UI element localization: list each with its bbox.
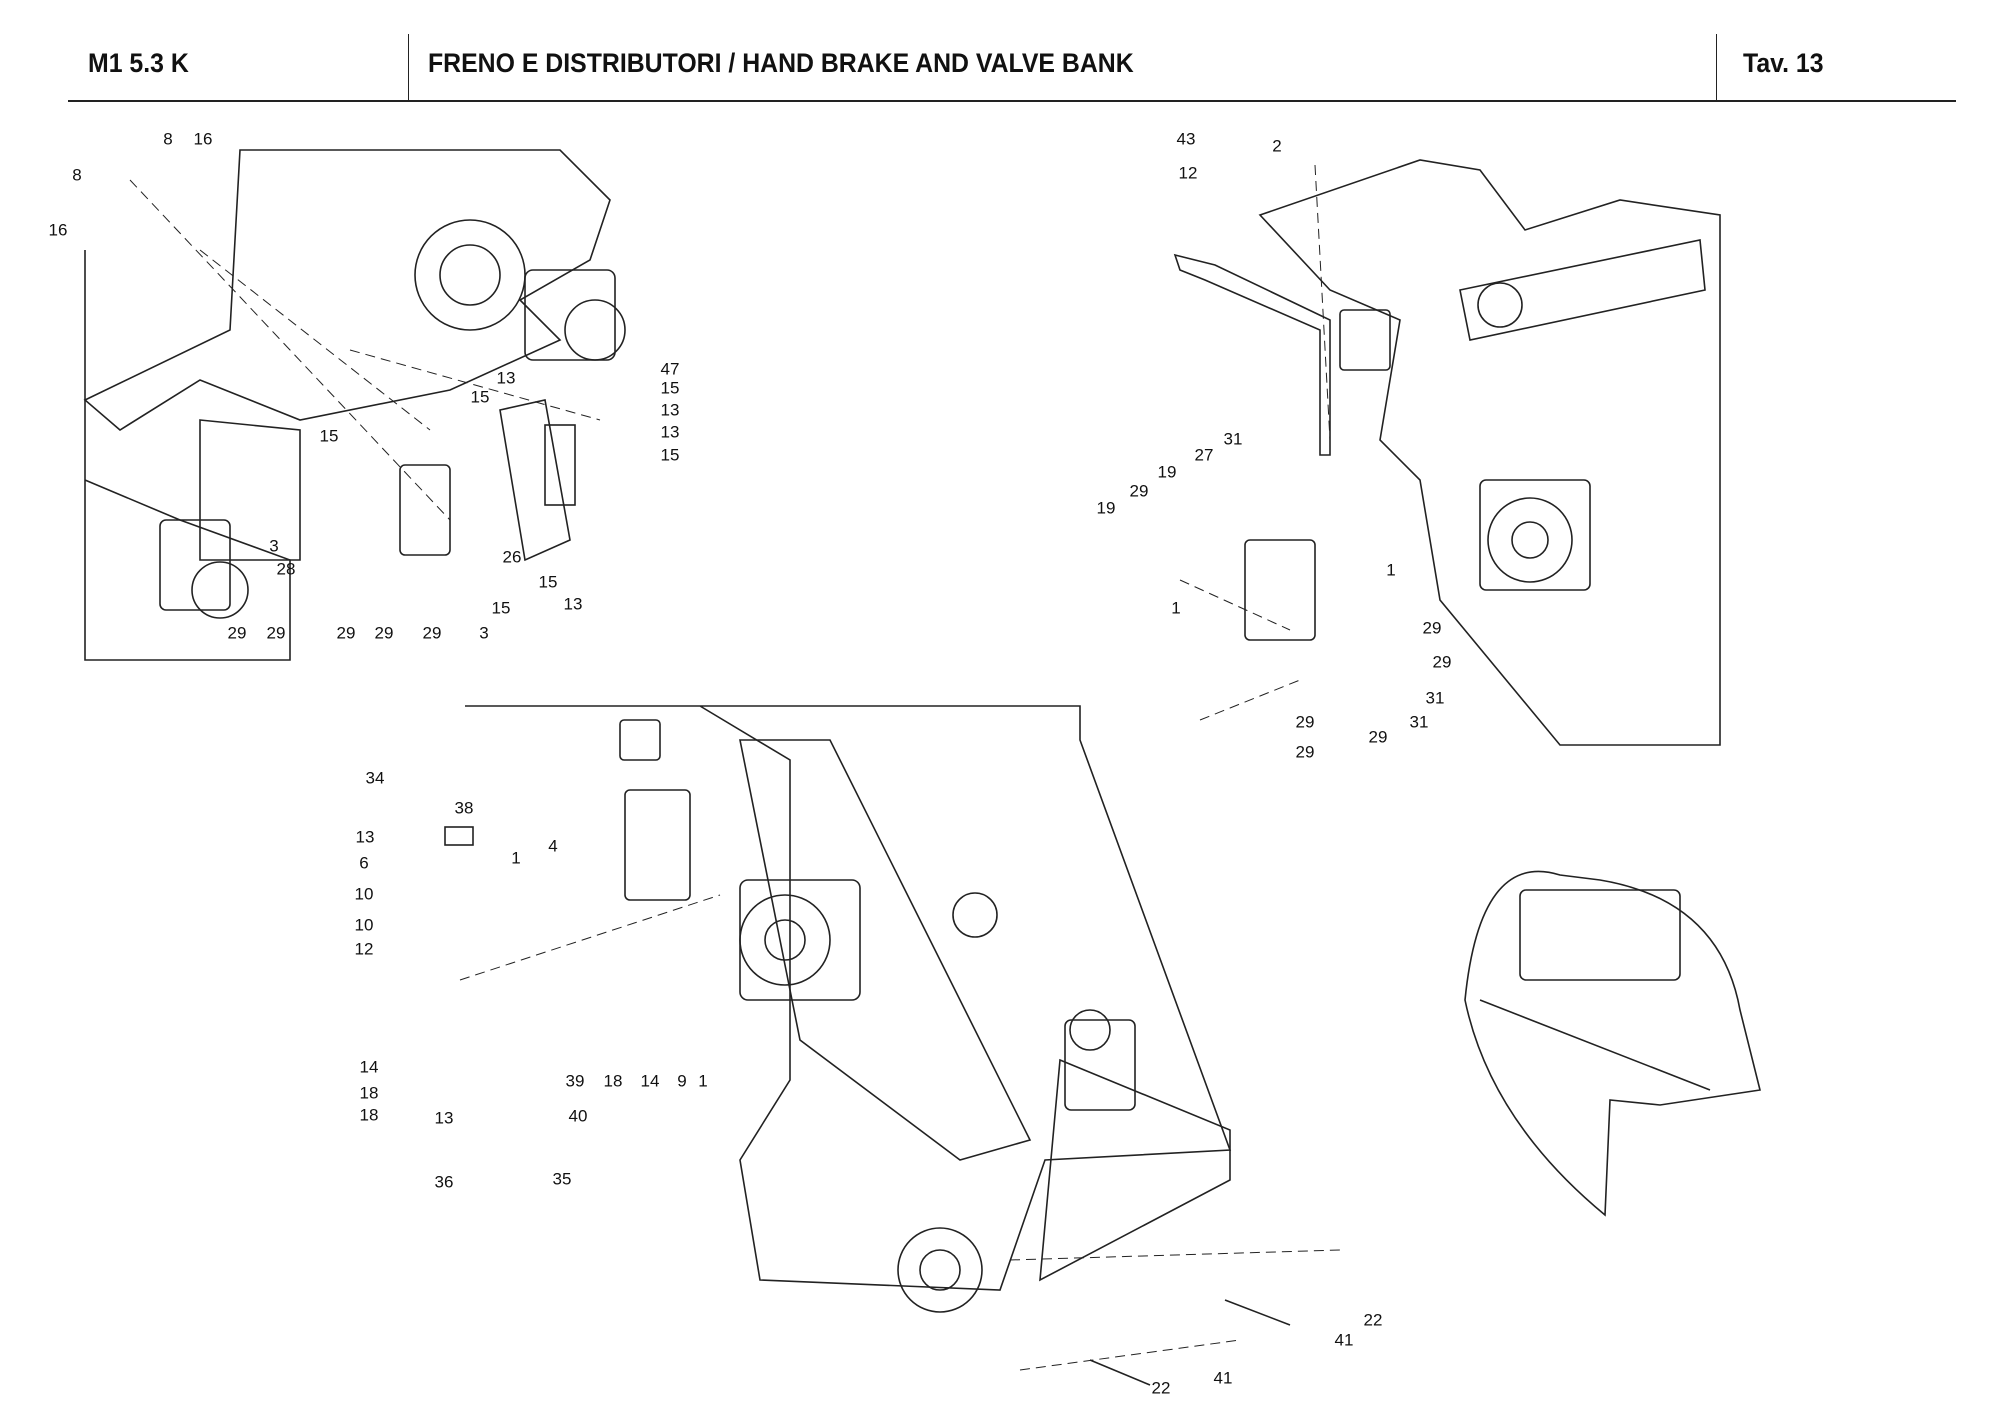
callout-number: 14 <box>640 1071 660 1091</box>
callout-number: 40 <box>568 1106 588 1126</box>
callout-number: 8 <box>72 165 82 185</box>
callout-number: 38 <box>454 798 474 818</box>
callout-number: 1 <box>1386 560 1396 580</box>
callout-number: 31 <box>1425 688 1445 708</box>
callout-number: 12 <box>354 939 374 959</box>
page-title: FRENO E DISTRIBUTORI / HAND BRAKE AND VA… <box>428 48 1134 78</box>
callout-number: 3 <box>269 536 279 556</box>
callout-number: 22 <box>1151 1378 1171 1398</box>
detail-inset <box>1464 870 1761 1217</box>
callout-number: 1 <box>511 848 521 868</box>
callout-number: 13 <box>434 1108 454 1128</box>
callout-number: 26 <box>502 547 522 567</box>
callout-number: 10 <box>354 884 374 904</box>
divider <box>408 34 409 100</box>
callout-number: 3 <box>479 623 489 643</box>
callout-number: 13 <box>660 422 680 442</box>
model-code: M1 5.3 K <box>88 48 189 78</box>
callout-number: 15 <box>660 378 680 398</box>
callout-number: 29 <box>1295 712 1315 732</box>
callout-number: 36 <box>434 1172 454 1192</box>
callout-number: 29 <box>227 623 247 643</box>
divider <box>1716 34 1717 100</box>
callout-number: 43 <box>1176 129 1196 149</box>
callout-number: 29 <box>374 623 394 643</box>
callout-number: 18 <box>603 1071 623 1091</box>
callout-number: 22 <box>1363 1310 1383 1330</box>
bottom-view <box>444 705 1341 1386</box>
callout-number: 18 <box>359 1105 379 1125</box>
callout-number: 6 <box>359 853 369 873</box>
callout-number: 31 <box>1409 712 1429 732</box>
callout-number: 29 <box>1368 727 1388 747</box>
callout-number: 31 <box>1223 429 1243 449</box>
callout-number: 29 <box>1295 742 1315 762</box>
callout-number: 12 <box>1178 163 1198 183</box>
callout-number: 1 <box>698 1071 708 1091</box>
callout-number: 19 <box>1096 498 1116 518</box>
callout-number: 9 <box>677 1071 687 1091</box>
callout-number: 29 <box>336 623 356 643</box>
callout-number: 18 <box>359 1083 379 1103</box>
header-rule <box>68 100 1956 102</box>
callout-number: 1 <box>1171 598 1181 618</box>
callout-number: 35 <box>552 1169 572 1189</box>
title-block: M1 5.3 K FRENO E DISTRIBUTORI / HAND BRA… <box>0 0 2000 104</box>
callout-number: 10 <box>354 915 374 935</box>
callout-number: 29 <box>1432 652 1452 672</box>
callout-number: 19 <box>1157 462 1177 482</box>
callout-number: 16 <box>193 129 213 149</box>
callout-number: 41 <box>1213 1368 1233 1388</box>
callout-number: 13 <box>355 827 375 847</box>
callout-number: 27 <box>1194 445 1214 465</box>
callout-number: 47 <box>660 359 680 379</box>
table-number: Tav. 13 <box>1743 48 1824 78</box>
callout-number: 34 <box>365 768 385 788</box>
callout-number: 8 <box>163 129 173 149</box>
callout-number: 29 <box>266 623 286 643</box>
callout-number: 29 <box>1422 618 1442 638</box>
callout-number: 15 <box>660 445 680 465</box>
callout-number: 15 <box>538 572 558 592</box>
callout-number: 29 <box>1129 481 1149 501</box>
callout-number: 29 <box>422 623 442 643</box>
callout-number: 14 <box>359 1057 379 1077</box>
callout-number: 15 <box>491 598 511 618</box>
top-left-view <box>83 149 626 661</box>
callout-number: 41 <box>1334 1330 1354 1350</box>
callout-number: 13 <box>496 368 516 388</box>
callout-number: 28 <box>276 559 296 579</box>
callout-number: 4 <box>548 836 558 856</box>
callout-number: 13 <box>660 400 680 420</box>
callout-number: 15 <box>319 426 339 446</box>
callout-number: 39 <box>565 1071 585 1091</box>
callout-number: 16 <box>48 220 68 240</box>
top-right-view <box>1173 159 1721 746</box>
callout-number: 2 <box>1272 136 1282 156</box>
callout-number: 15 <box>470 387 490 407</box>
callout-number: 13 <box>563 594 583 614</box>
